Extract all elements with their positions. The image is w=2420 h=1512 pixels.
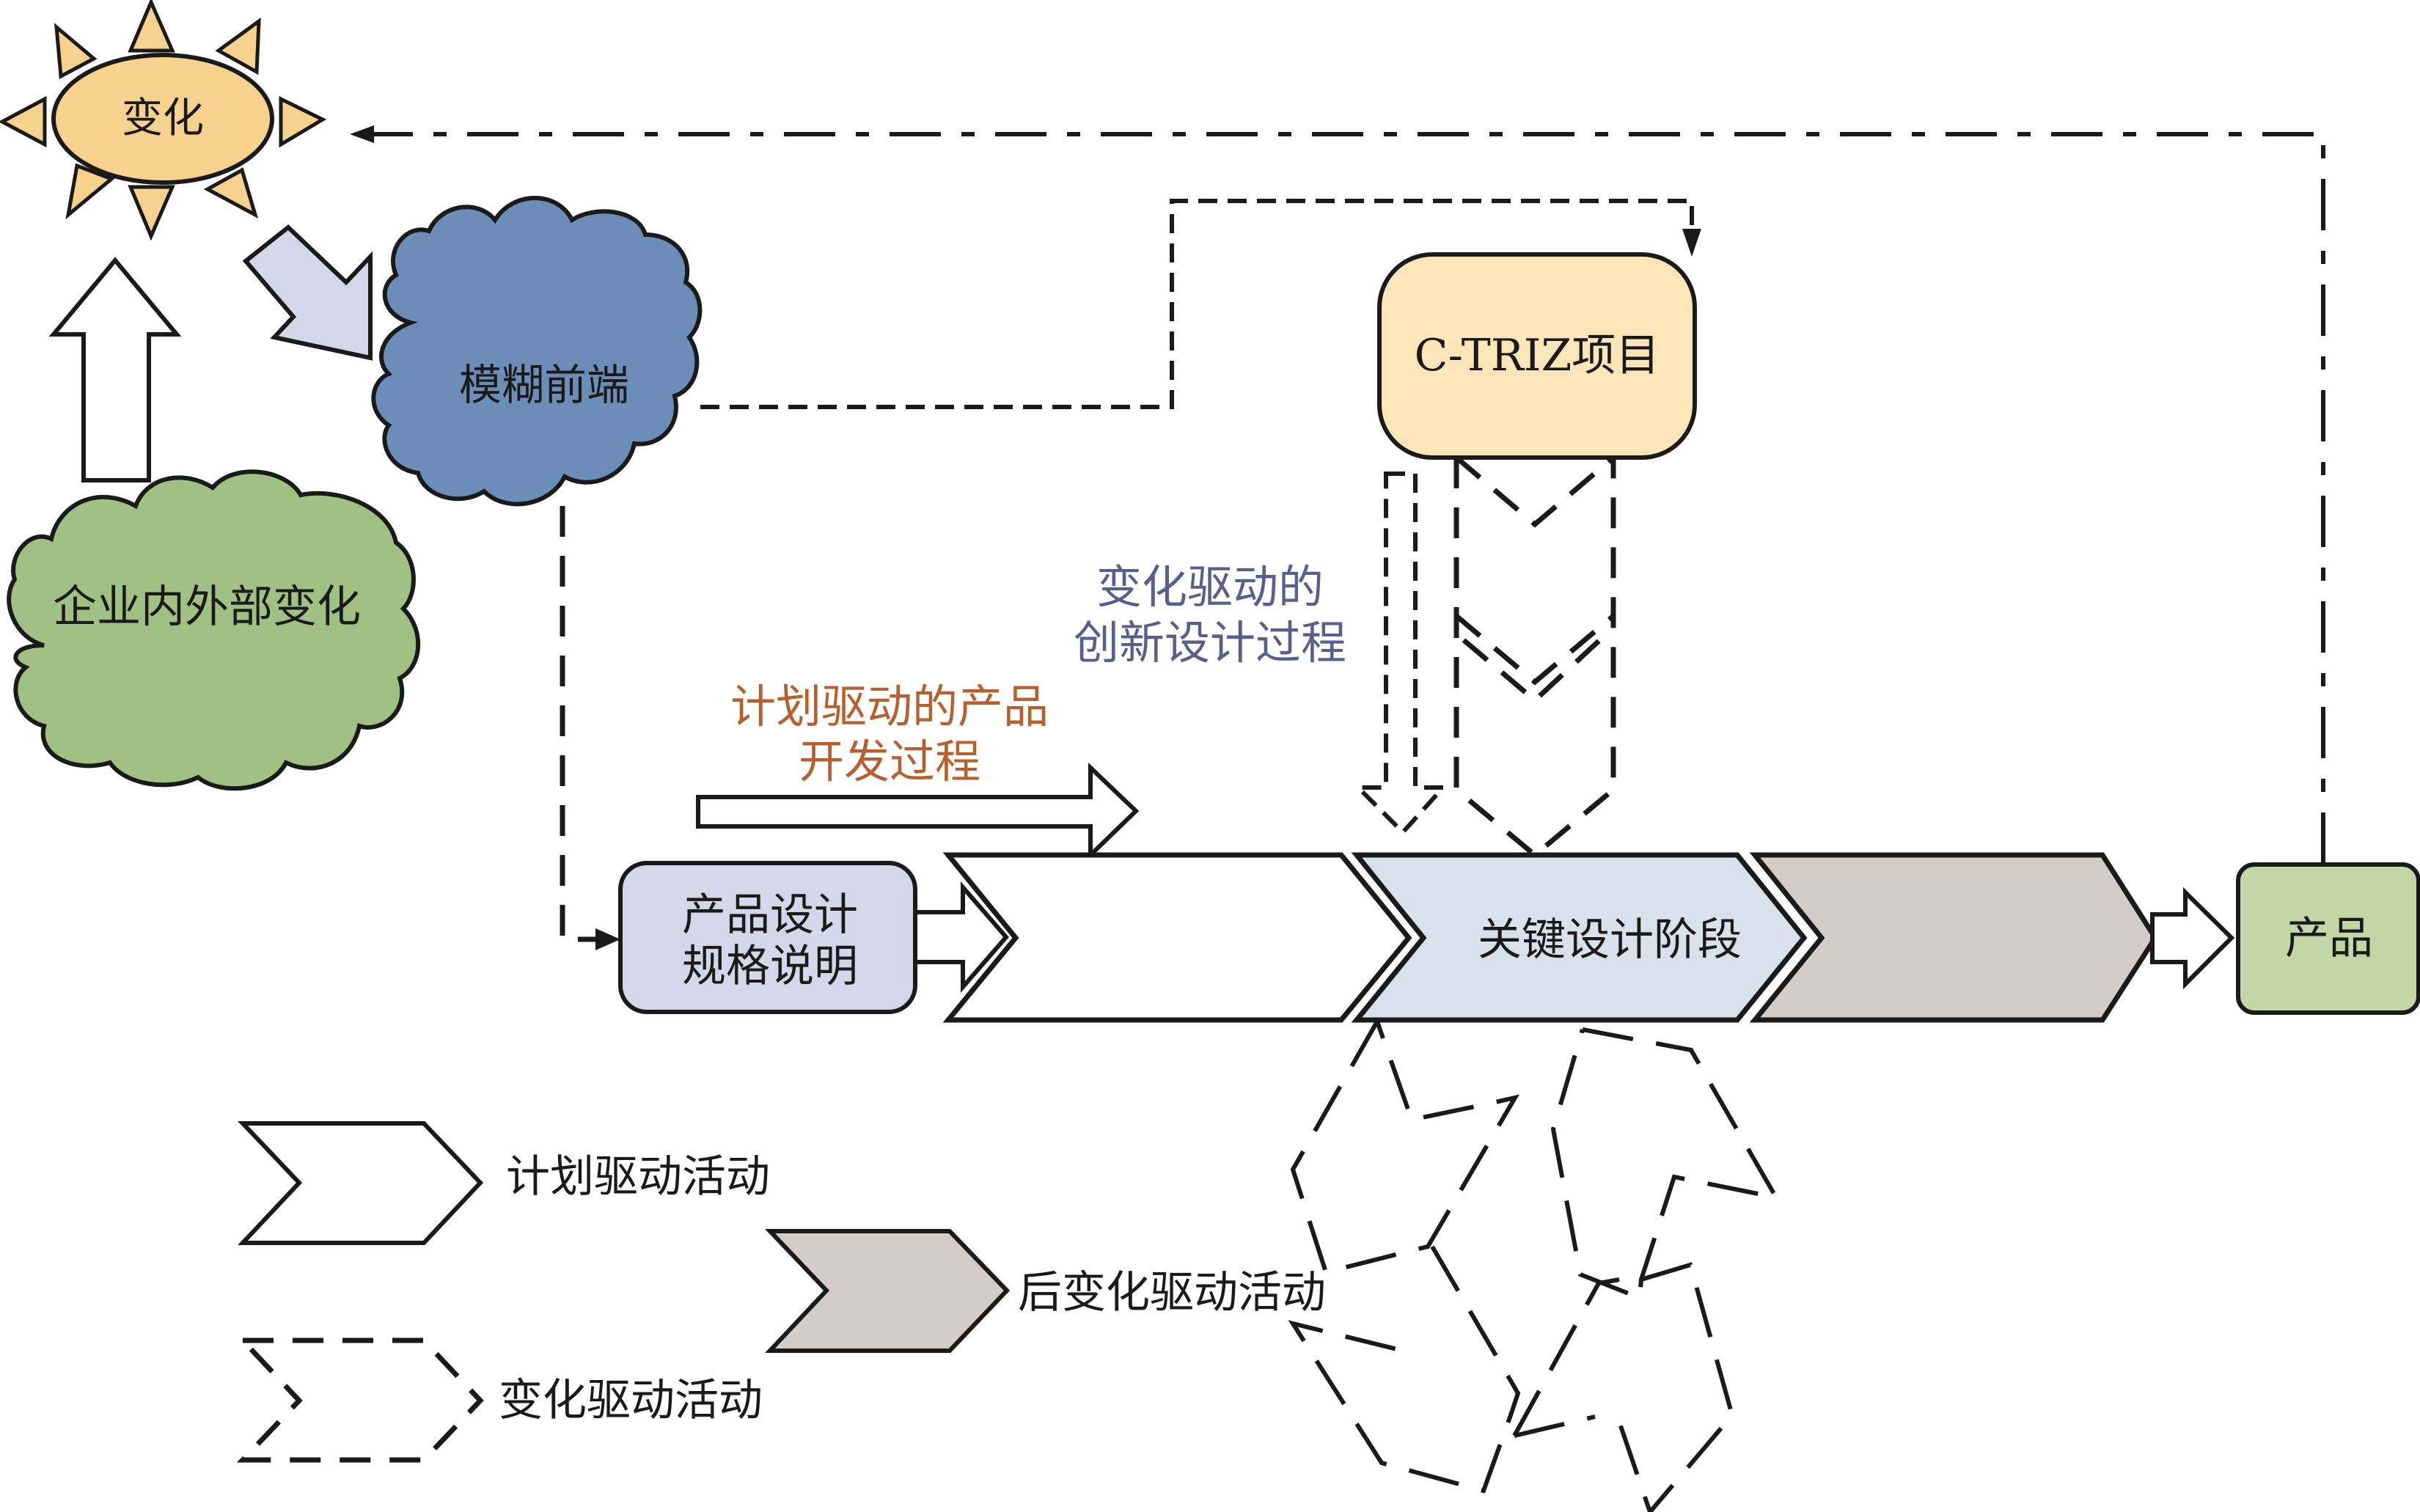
legend-item-post-change-driven: 后变化驱动活动 (765, 1229, 1326, 1353)
change-driven-process-annotation: 变化驱动的 创新设计过程 (1074, 560, 1346, 669)
legend-plan-driven-label: 计划驱动活动 (506, 1151, 770, 1203)
internal-external-change-cloud[interactable]: 企业内外部变化 (7, 469, 420, 791)
iteration-cycle-icon (1288, 1020, 1781, 1512)
legend-change-driven-chevron-icon (236, 1337, 484, 1463)
spec-line2: 规格说明 (682, 941, 858, 992)
plan-driven-line1: 计划驱动的产品 (730, 680, 1049, 733)
change-driven-vertical-chevron (1453, 455, 1616, 859)
arrowhead-right-icon (595, 928, 620, 950)
up-arrow-icon (48, 257, 182, 482)
product-box[interactable]: 产品 (2236, 862, 2420, 1015)
change-ellipse (51, 53, 274, 185)
plan-driven-arrow-icon (696, 763, 1140, 861)
diagonal-arrow-icon (242, 224, 373, 361)
product-design-spec-box[interactable]: 产品设计 规格说明 (618, 861, 917, 1014)
post-change-driven-chevron[interactable] (1749, 852, 2159, 1023)
change-sun[interactable]: 变化 (0, 0, 327, 241)
sun-rays-icon (0, 0, 327, 241)
ctriz-project-label: C-TRIZ项目 (1415, 330, 1660, 381)
key-design-stage-chevron[interactable]: 关键设计阶段 (1351, 852, 1808, 1023)
legend-item-plan-driven: 计划驱动活动 (238, 1121, 770, 1245)
fuzzy-to-ctriz-connector (700, 199, 1701, 409)
fuzzy-to-spec-connector (560, 506, 620, 950)
change-driven-line1: 变化驱动的 (1096, 560, 1324, 614)
plan-driven-process-annotation: 计划驱动的产品 开发过程 (730, 680, 1049, 788)
legend-post-change-chevron-icon (765, 1229, 1011, 1353)
change-label: 变化 (122, 95, 204, 142)
spec-line1: 产品设计 (682, 889, 858, 941)
ctriz-project-box[interactable]: C-TRIZ项目 (1377, 252, 1697, 460)
plan-driven-chevron[interactable] (942, 852, 1412, 1023)
change-driven-line2: 创新设计过程 (1074, 616, 1346, 669)
feedback-connector (350, 125, 2325, 864)
key-design-stage-label: 关键设计阶段 (1478, 914, 1742, 966)
legend-item-change-driven: 变化驱动活动 (236, 1337, 763, 1463)
fuzzy-front-end-label: 模糊前端 (459, 360, 629, 410)
to-product-arrow-icon (2150, 887, 2235, 990)
legend: 计划驱动活动 后变化驱动活动 变化驱动活动 (236, 1121, 1326, 1463)
internal-external-change-label: 企业内外部变化 (53, 581, 361, 633)
product-label: 产品 (2285, 913, 2373, 964)
legend-post-change-driven-label: 后变化驱动活动 (1018, 1267, 1326, 1318)
plan-driven-line2: 开发过程 (799, 735, 980, 788)
legend-plan-driven-chevron-icon (238, 1121, 484, 1245)
spec-to-chevron-arrow-icon (913, 881, 1009, 994)
arrowhead-left-icon (350, 125, 374, 143)
fuzzy-front-end-cloud[interactable]: 模糊前端 (371, 196, 703, 507)
legend-change-driven-label: 变化驱动活动 (499, 1375, 763, 1426)
dashed-down-arrow-icon (1352, 471, 1448, 836)
arrowhead-down-icon (1682, 229, 1701, 257)
